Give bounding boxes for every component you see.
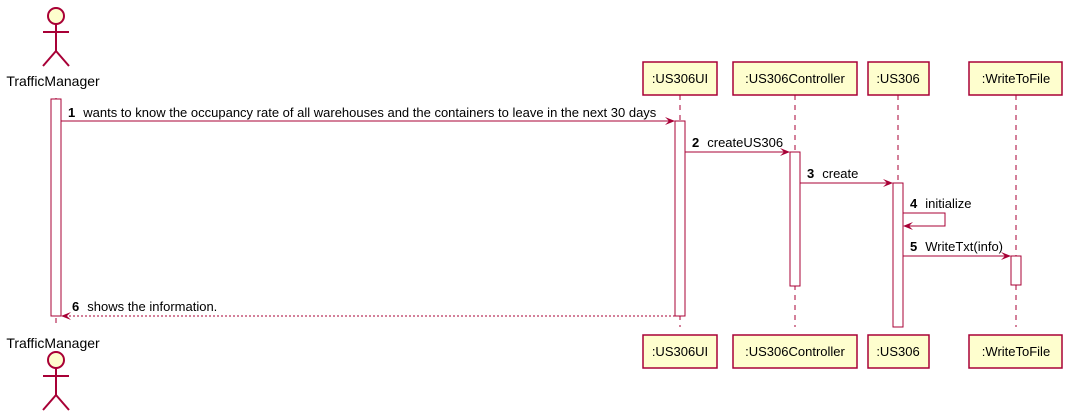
participant-us306-label-top: :US306 <box>876 71 919 86</box>
message-3-number: 3 <box>807 166 814 181</box>
message-6-number: 6 <box>72 299 79 314</box>
message-2-text: createUS306 <box>707 135 783 150</box>
message-6-label: 6 shows the information. <box>72 298 217 315</box>
message-4-label: 4 initialize <box>910 195 971 212</box>
participant-controller-top: :US306Controller <box>732 61 858 96</box>
participant-us306-label-bottom: :US306 <box>876 344 919 359</box>
message-1-label: 1 wants to know the occupancy rate of al… <box>68 104 657 121</box>
participant-controller-label-top: :US306Controller <box>745 71 845 86</box>
message-2-label: 2 createUS306 <box>692 134 783 151</box>
activation-controller <box>789 151 801 287</box>
message-5-number: 5 <box>910 239 917 254</box>
message-3-label: 3 create <box>807 165 858 182</box>
actor-figure-bottom <box>42 351 70 411</box>
activation-writer <box>1010 255 1022 286</box>
message-4-text: initialize <box>925 196 971 211</box>
participant-controller-label-bottom: :US306Controller <box>745 344 845 359</box>
actor-name-bottom: TrafficManager <box>6 335 100 351</box>
actor-name-top: TrafficManager <box>6 73 100 89</box>
activation-trafficmanager <box>50 98 62 317</box>
participant-us306-bottom: :US306 <box>867 334 930 369</box>
participant-writer-label-bottom: :WriteToFile <box>982 344 1050 359</box>
message-1-text: wants to know the occupancy rate of all … <box>82 105 657 120</box>
actor-figure-top <box>42 7 70 67</box>
participant-writer-label-top: :WriteToFile <box>982 71 1050 86</box>
participant-writer-bottom: :WriteToFile <box>968 334 1063 369</box>
participant-ui-label-top: :US306UI <box>652 71 708 86</box>
message-3-text: create <box>822 166 858 181</box>
message-1-number: 1 <box>68 105 75 120</box>
participant-controller-bottom: :US306Controller <box>732 334 858 369</box>
message-5-text: WriteTxt(info) <box>925 239 1003 254</box>
participant-ui-label-bottom: :US306UI <box>652 344 708 359</box>
participant-ui-bottom: :US306UI <box>642 334 718 369</box>
message-4-arrow <box>903 212 946 230</box>
message-6-text: shows the information. <box>87 299 217 314</box>
participant-ui-top: :US306UI <box>642 61 718 96</box>
message-4-number: 4 <box>910 196 918 211</box>
participant-us306-top: :US306 <box>867 61 930 96</box>
message-5-label: 5 WriteTxt(info) <box>910 238 1003 255</box>
participant-writer-top: :WriteToFile <box>968 61 1063 96</box>
activation-ui <box>674 120 686 317</box>
message-2-number: 2 <box>692 135 699 150</box>
activation-us306 <box>892 182 904 328</box>
